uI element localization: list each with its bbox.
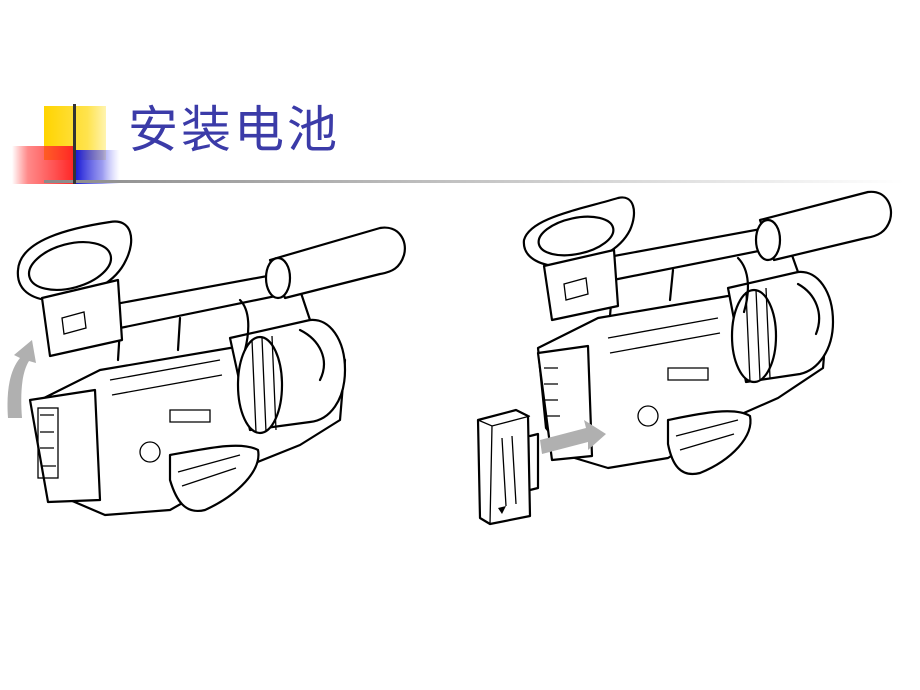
slide-title: 安装电池 (128, 101, 340, 159)
vertical-line (73, 104, 76, 184)
divider-line (44, 180, 904, 183)
camcorder-viewfinder-raised (7, 220, 406, 517)
camcorder-battery-insert (476, 190, 893, 526)
blue-bar (76, 150, 120, 184)
up-arrow-icon (7, 340, 36, 418)
title-decoration (12, 104, 904, 184)
insert-arrow-icon (540, 420, 606, 454)
red-bar (12, 146, 76, 184)
